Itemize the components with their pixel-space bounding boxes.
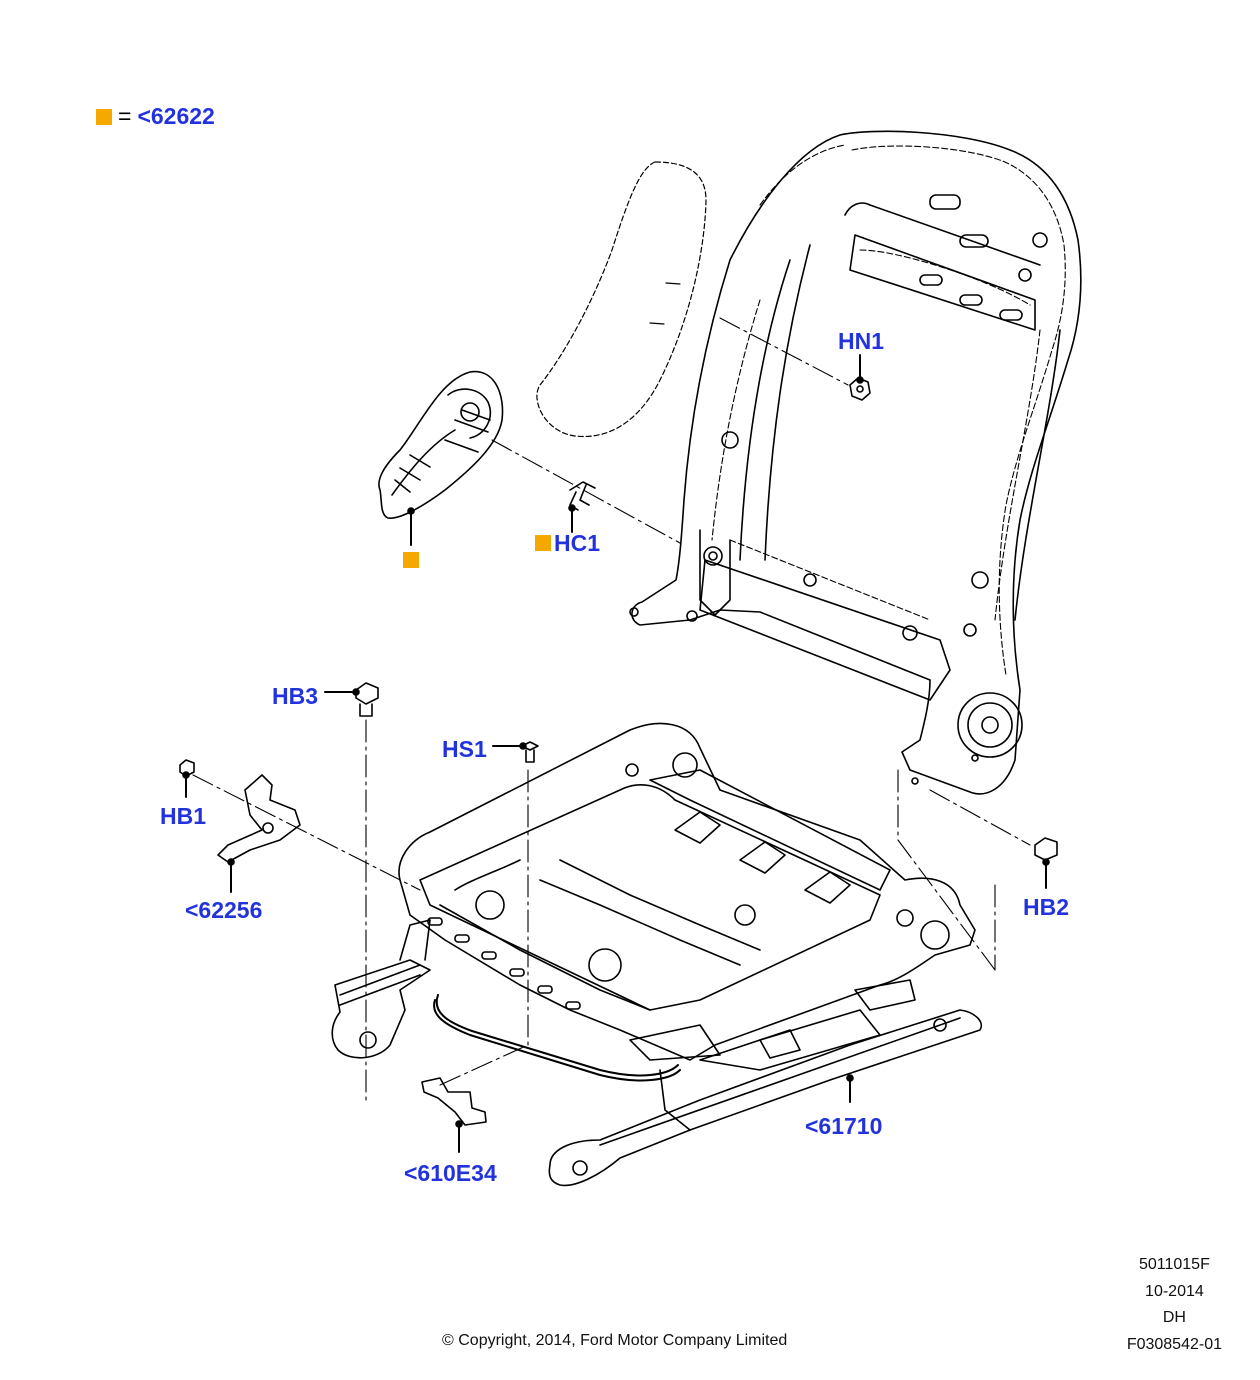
callout-hb3: HB3 [272,683,319,709]
callout-61710: <61710 [805,1113,883,1139]
hn1-nut-part [849,354,871,401]
hb3-bolt-part [324,682,379,717]
callout-62256: <62256 [185,897,263,923]
drawing-initials: DH [1162,1309,1186,1326]
assembly-lines [192,317,1031,1101]
recliner-cover-marker-square [403,552,419,568]
seat-back-frame [629,130,1082,795]
backrest-pad-outline [536,161,707,438]
callout-hn1: HN1 [838,328,885,354]
callout-hs1: HS1 [442,736,487,762]
hc1-clip-part [568,481,596,533]
left-seat-track [331,919,431,1059]
legend-reference: <62622 [137,103,215,129]
figure-id: F0308542-01 [1126,1335,1222,1353]
pad-pin-1 [665,282,681,285]
hs1-screw-part [492,741,539,763]
hc1-marker-square [535,535,551,551]
drawing-metadata-block: 5011015F 10-2014 DH F0308542-01 [1127,1252,1222,1358]
legend: =<62622 [96,103,215,130]
pad-pin-2 [649,322,665,325]
drawing-code: 5011015F [1138,1256,1210,1273]
callout-hc1: HC1 [554,530,601,556]
drawing-date: 10-2014 [1145,1282,1204,1300]
recliner-cover-part [378,370,504,546]
legend-marker-square [96,109,112,125]
callout-hb2: HB2 [1023,894,1070,920]
track-61710-part [548,979,982,1187]
bracket-62256-part [217,774,301,893]
copyright-notice: © Copyright, 2014, Ford Motor Company Li… [442,1332,788,1349]
seat-cushion-frame [398,722,976,1082]
bracket-610e34-part [421,1077,487,1153]
callout-hb1: HB1 [160,803,207,829]
callout-610e34: <610E34 [404,1160,497,1186]
hb1-bolt-part [179,759,195,798]
hb2-bolt-part [1034,837,1058,889]
legend-equals: = [118,103,132,129]
